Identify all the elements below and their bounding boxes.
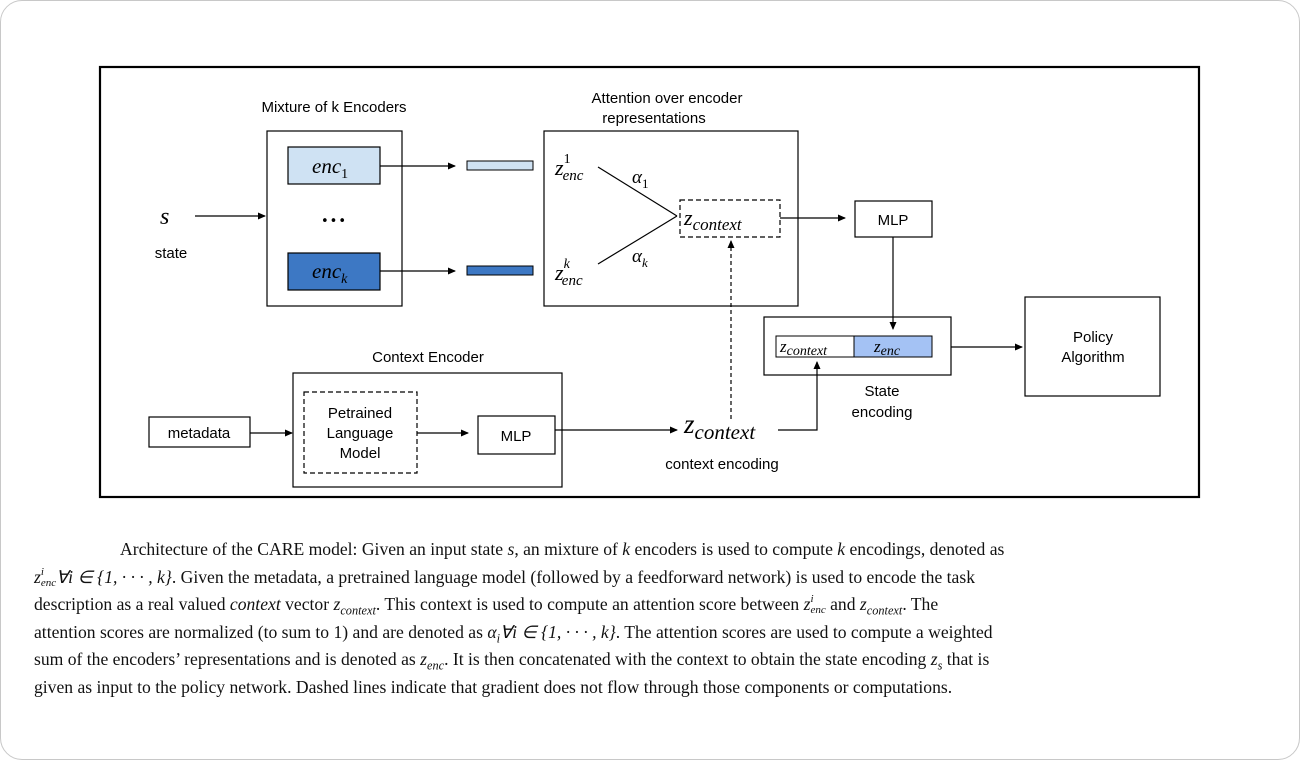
mixture-box xyxy=(266,130,403,307)
z-context-attention: zcontext xyxy=(683,205,743,234)
figure-caption: Architecture of the CARE model: Given an… xyxy=(34,536,1268,701)
attention-title-line2: representations xyxy=(602,110,705,127)
care-architecture-diagram: Mixture of k Encoders enc1 ••• enck s st… xyxy=(98,65,1201,499)
metadata-box xyxy=(148,416,251,448)
attention-line-k xyxy=(597,215,678,265)
state-encoding-label-1: State xyxy=(864,383,899,400)
policy-label-1: Policy xyxy=(1073,329,1114,346)
zcontext-to-state-encoding-arrow xyxy=(778,361,821,431)
z-context-attention-box xyxy=(679,199,781,238)
state-label: state xyxy=(155,245,188,262)
policy-label-2: Algorithm xyxy=(1061,349,1124,366)
mlp-bottom-label: MLP xyxy=(501,428,532,445)
caption-line-1: Architecture of the CARE model: Given an… xyxy=(120,539,1005,559)
language-model-label-3: Model xyxy=(340,445,381,462)
caption-line-6: given as input to the policy network. Da… xyxy=(34,676,953,697)
enc1-representation-bar xyxy=(466,160,534,171)
caption-line-5: sum of the encoders’ representations and… xyxy=(34,649,990,673)
state-symbol: s xyxy=(160,204,169,230)
context-encoder-title: Context Encoder xyxy=(372,349,484,366)
mlp-bottom-box xyxy=(477,415,556,455)
mixture-title: Mixture of k Encoders xyxy=(261,99,406,116)
caption-line-4: attention scores are normalized (to sum … xyxy=(34,621,993,646)
state-encoding-box xyxy=(763,316,952,376)
state-encoding-label-2: encoding xyxy=(852,404,913,421)
attention-line-1 xyxy=(597,166,678,217)
mlp-top-label: MLP xyxy=(878,212,909,229)
state-encoding-z-enc: zenc xyxy=(873,337,901,359)
enc1-label: enc1 xyxy=(312,154,348,182)
z-context-output: zcontext xyxy=(683,409,756,444)
state-encoding-zenc-cell xyxy=(853,335,933,358)
state-encoding-z-context: zcontext xyxy=(779,337,828,359)
enck-label: enck xyxy=(312,259,348,287)
enck-representation-bar xyxy=(466,265,534,276)
language-model-label-2: Language xyxy=(327,425,394,442)
policy-box xyxy=(1024,296,1161,397)
alpha-k: αk xyxy=(632,246,648,270)
alpha-1: α1 xyxy=(632,167,648,191)
metadata-label: metadata xyxy=(168,425,231,442)
enc1-box xyxy=(287,146,381,185)
encoders-ellipsis: ••• xyxy=(321,214,347,229)
context-encoding-label: context encoding xyxy=(665,456,778,473)
diagram-frame xyxy=(98,65,1201,499)
language-model-label-1: Petrained xyxy=(328,405,392,422)
caption-line-3: description as a real valued context vec… xyxy=(34,593,939,618)
attention-title-line1: Attention over encoder xyxy=(592,90,743,107)
